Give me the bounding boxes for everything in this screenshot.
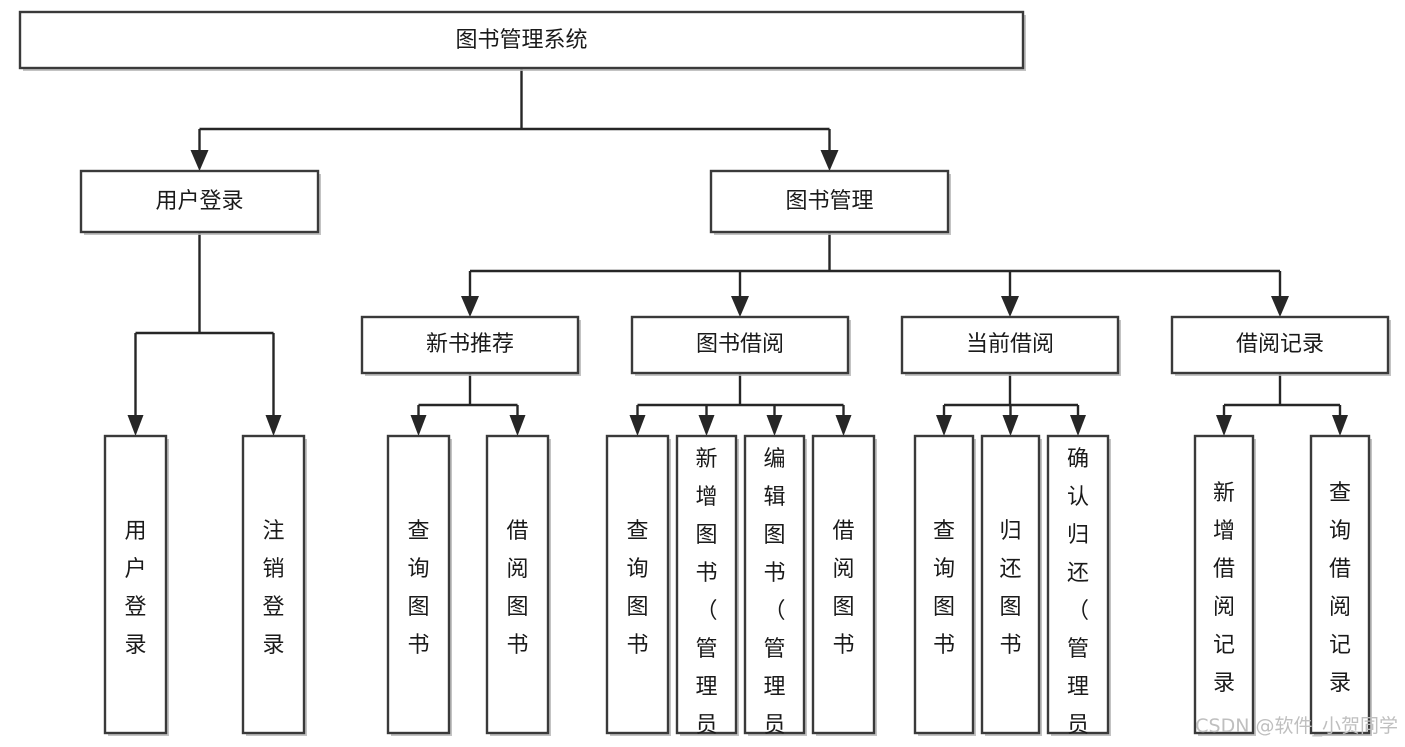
connector-bookborrow-to-leaves (629, 373, 852, 436)
node-leaf-borrow-book-new[interactable]: 借阅图书 (485, 434, 551, 736)
node-rect (241, 434, 306, 735)
node-current-borrow[interactable]: 当前借阅 (900, 315, 1121, 376)
node-label: 新增图书（管理员） (695, 447, 717, 747)
node-label: 用户登录 (124, 519, 146, 658)
node-rect (675, 434, 738, 735)
node-label: 用户登录 (155, 189, 243, 214)
connector-root-to-level2 (190, 68, 839, 171)
node-rect (1170, 315, 1390, 375)
node-label: 查询借阅记录 (1329, 481, 1351, 696)
node-rect (743, 434, 806, 735)
node-leaf-query-book-new[interactable]: 查询图书 (386, 434, 452, 736)
node-rect (386, 434, 451, 735)
watermark-label: CSDN @软件_小贺同学 (1195, 715, 1398, 737)
arrow-head-icon (698, 415, 715, 436)
arrow-head-icon (835, 415, 852, 436)
node-leaf-query-borrow-record[interactable]: 查询借阅记录 (1309, 434, 1372, 736)
arrow-head-icon (1332, 415, 1348, 436)
node-label: 确认归还（管理员） (1067, 447, 1089, 747)
node-book-borrow[interactable]: 图书借阅 (630, 315, 851, 376)
arrow-head-icon (766, 415, 783, 436)
node-label: 查询图书 (626, 519, 648, 658)
arrow-head-icon (461, 296, 479, 317)
connector-borrowrecord-to-leaves (1216, 373, 1348, 436)
leaf-nodes: 用户登录 注销登录 查询图书 借阅图书 查询图书 新增图书（管理员） 编辑图书（管理员） 借阅… (103, 434, 1372, 747)
node-label: 借阅图书 (832, 519, 854, 658)
node-rect (709, 169, 950, 234)
node-rect (605, 434, 670, 735)
node-rect (913, 434, 975, 735)
node-label: 新增借阅记录 (1213, 481, 1235, 696)
node-new-book-recommend[interactable]: 新书推荐 (360, 315, 581, 376)
arrow-head-icon (1271, 296, 1289, 317)
node-leaf-edit-book[interactable]: 编辑图书（管理员） (743, 434, 807, 747)
node-rect (18, 10, 1025, 70)
arrow-head-icon (820, 150, 839, 171)
node-leaf-user-login[interactable]: 用户登录 (103, 434, 169, 736)
arrow-head-icon (509, 415, 526, 436)
node-borrow-record[interactable]: 借阅记录 (1170, 315, 1391, 376)
node-label: 归还图书 (999, 519, 1021, 658)
arrow-head-icon (127, 415, 144, 436)
node-leaf-query-book-borrow[interactable]: 查询图书 (605, 434, 671, 736)
arrow-head-icon (1001, 296, 1019, 317)
arrow-head-icon (936, 415, 952, 436)
arrow-head-icon (1216, 415, 1232, 436)
arrow-head-icon (629, 415, 646, 436)
node-rect (1193, 434, 1255, 735)
connector-userlogin-to-leaves (127, 232, 282, 436)
node-rect (1046, 434, 1110, 735)
node-label: 当前借阅 (966, 332, 1054, 357)
node-book-management[interactable]: 图书管理 (709, 169, 951, 235)
node-label: 新书推荐 (426, 332, 514, 357)
node-label: 图书管理 (785, 189, 873, 214)
node-user-login[interactable]: 用户登录 (79, 169, 321, 235)
connector-bookmgmt-to-level3 (461, 232, 1289, 317)
arrow-head-icon (410, 415, 427, 436)
node-label: 借阅图书 (506, 519, 528, 658)
node-rect (1309, 434, 1371, 735)
node-label: 查询图书 (407, 519, 429, 658)
node-leaf-add-book[interactable]: 新增图书（管理员） (675, 434, 739, 747)
node-rect (811, 434, 876, 735)
connector-newbook-to-leaves (410, 373, 526, 436)
node-rect (980, 434, 1041, 735)
arrow-head-icon (265, 415, 282, 436)
connectors (127, 68, 1348, 436)
arrow-head-icon (190, 150, 209, 171)
node-label: 图书借阅 (696, 332, 784, 357)
node-rect (360, 315, 580, 375)
node-leaf-add-borrow-record[interactable]: 新增借阅记录 (1193, 434, 1256, 736)
node-label: 借阅记录 (1236, 332, 1324, 357)
node-label: 查询图书 (933, 519, 955, 658)
node-leaf-return-book[interactable]: 归还图书 (980, 434, 1042, 736)
node-leaf-query-book-current[interactable]: 查询图书 (913, 434, 976, 736)
arrow-head-icon (1002, 415, 1019, 436)
node-leaf-logout[interactable]: 注销登录 (241, 434, 307, 736)
arrow-head-icon (731, 296, 749, 317)
node-leaf-borrow-book[interactable]: 借阅图书 (811, 434, 877, 736)
node-rect (103, 434, 168, 735)
node-label: 图书管理系统 (455, 28, 587, 53)
node-rect (900, 315, 1120, 375)
node-rect (79, 169, 320, 234)
node-label: 注销登录 (262, 519, 284, 658)
arrow-head-icon (1070, 415, 1086, 436)
node-rect (485, 434, 550, 735)
node-rect (630, 315, 850, 375)
node-label: 编辑图书（管理员） (763, 447, 785, 747)
connector-currentborrow-to-leaves (936, 373, 1086, 436)
node-leaf-confirm-return[interactable]: 确认归还（管理员） (1046, 434, 1111, 747)
node-root[interactable]: 图书管理系统 (18, 10, 1026, 71)
